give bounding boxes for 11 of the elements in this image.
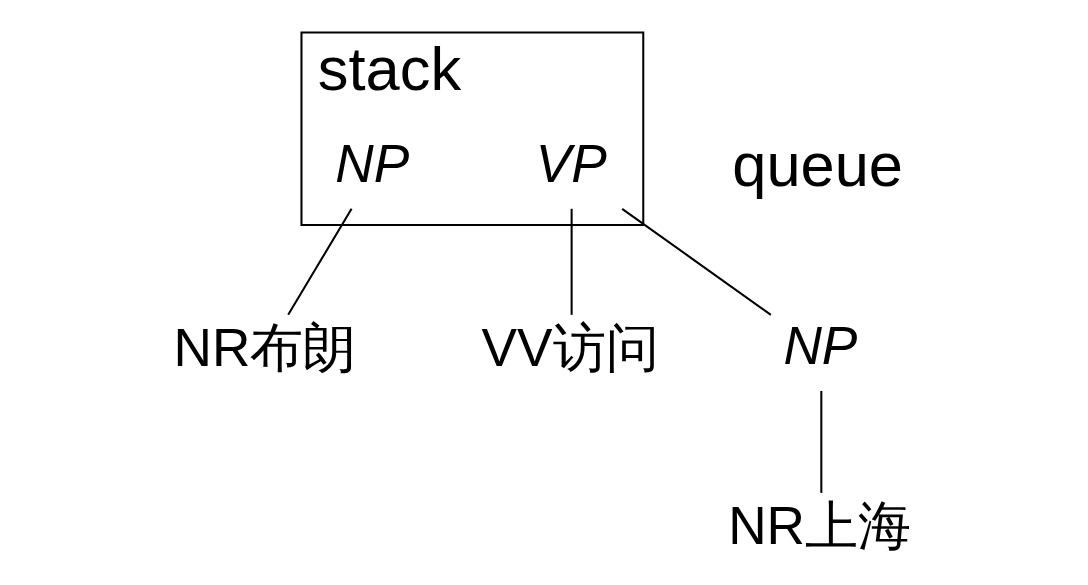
connector <box>570 208 573 315</box>
node-text: NR上海 <box>728 495 912 555</box>
label: queue <box>732 130 903 200</box>
node-text: VV访问 <box>481 317 659 377</box>
connector <box>820 390 823 493</box>
connector <box>621 207 772 316</box>
node-text: NP <box>783 315 858 375</box>
node-text: VP <box>535 133 607 193</box>
node-text: NR布朗 <box>173 317 357 377</box>
node-text: NP <box>335 133 410 193</box>
connector <box>287 208 353 316</box>
